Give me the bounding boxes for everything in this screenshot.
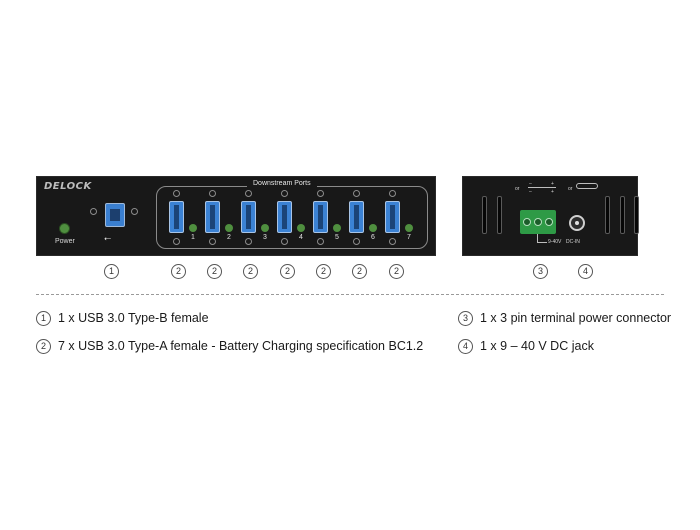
mount-hole-icon xyxy=(90,208,97,215)
callout-badge: 2 xyxy=(316,264,331,279)
terminal-plus-label: + xyxy=(551,189,554,195)
port-number: 1 xyxy=(191,234,195,241)
mount-hole-icon xyxy=(353,190,360,197)
bracket-line xyxy=(537,242,547,243)
mount-hole-icon xyxy=(245,190,252,197)
port-number: 7 xyxy=(407,234,411,241)
mount-hole-icon xyxy=(281,190,288,197)
mount-hole-icon xyxy=(353,238,360,245)
dc-jack xyxy=(569,215,585,231)
delock-logo: DELOCK xyxy=(44,181,92,192)
terminal-polarity-line xyxy=(528,187,556,188)
legend-number-badge: 3 xyxy=(458,311,473,326)
port-number: 2 xyxy=(227,234,231,241)
legend-item-text: 1 x 9 – 40 V DC jack xyxy=(480,339,594,353)
jack-or-label: or xyxy=(568,186,573,192)
callout-badge: 2 xyxy=(243,264,258,279)
screw-icon xyxy=(534,218,542,226)
bracket-line xyxy=(537,234,538,242)
mount-hole-icon xyxy=(389,190,396,197)
usb-a-port xyxy=(385,201,400,233)
port-led-icon xyxy=(225,224,233,232)
mount-hole-icon xyxy=(245,238,252,245)
port-led-icon xyxy=(405,224,413,232)
mount-hole-icon xyxy=(281,238,288,245)
usb-a-port xyxy=(349,201,364,233)
callout-badge: 1 xyxy=(104,264,119,279)
port-number: 3 xyxy=(263,234,267,241)
usb-a-port xyxy=(169,201,184,233)
callout-badge: 3 xyxy=(533,264,548,279)
usb-a-port xyxy=(241,201,256,233)
callout-badge: 2 xyxy=(207,264,222,279)
port-led-icon xyxy=(333,224,341,232)
mount-hole-icon xyxy=(317,190,324,197)
jack-polarity-icon xyxy=(576,183,598,189)
vent-slot xyxy=(482,196,487,234)
mount-hole-icon xyxy=(209,238,216,245)
legend-number-badge: 2 xyxy=(36,339,51,354)
mount-hole-icon xyxy=(173,238,180,245)
usb-a-port xyxy=(277,201,292,233)
mount-hole-icon xyxy=(173,190,180,197)
callout-badge: 2 xyxy=(352,264,367,279)
usb-b-port xyxy=(105,203,125,227)
terminal-minus-label: – xyxy=(529,181,532,187)
vent-slot xyxy=(605,196,610,234)
vent-slot xyxy=(620,196,625,234)
mount-hole-icon xyxy=(131,208,138,215)
usb-a-port xyxy=(313,201,328,233)
port-number: 5 xyxy=(335,234,339,241)
mount-hole-icon xyxy=(317,238,324,245)
terminal-plus-label: + xyxy=(551,181,554,187)
terminal-minus-label: – xyxy=(529,189,532,195)
divider-line xyxy=(36,294,664,295)
screw-icon xyxy=(545,218,553,226)
callout-badge: 2 xyxy=(280,264,295,279)
voltage-range-label: 9-40V xyxy=(548,239,562,245)
callout-badge: 2 xyxy=(171,264,186,279)
port-led-icon xyxy=(297,224,305,232)
vent-slot xyxy=(634,196,639,234)
callout-badge: 4 xyxy=(578,264,593,279)
dc-in-label: DC-IN xyxy=(566,239,580,245)
mount-hole-icon xyxy=(209,190,216,197)
terminal-or-label: or xyxy=(515,186,520,192)
legend-number-badge: 4 xyxy=(458,339,473,354)
port-number: 6 xyxy=(371,234,375,241)
hub-front-panel xyxy=(36,176,436,256)
screw-icon xyxy=(523,218,531,226)
legend-number-badge: 1 xyxy=(36,311,51,326)
usb-a-port xyxy=(205,201,220,233)
mount-hole-icon xyxy=(389,238,396,245)
legend-item-text: 1 x USB 3.0 Type-B female xyxy=(58,311,209,325)
callout-badge: 2 xyxy=(389,264,404,279)
terminal-power-connector xyxy=(520,210,556,234)
power-led-icon xyxy=(60,224,69,233)
port-number: 4 xyxy=(299,234,303,241)
port-led-icon xyxy=(369,224,377,232)
vent-slot xyxy=(497,196,502,234)
downstream-ports-title: Downstream Ports xyxy=(247,180,317,187)
power-label: Power xyxy=(55,238,75,245)
port-led-icon xyxy=(261,224,269,232)
usb-symbol-icon: ⭠ xyxy=(104,233,112,243)
legend-item-text: 1 x 3 pin terminal power connector xyxy=(480,311,672,325)
legend-item-text: 7 x USB 3.0 Type-A female - Battery Char… xyxy=(58,339,424,353)
port-led-icon xyxy=(189,224,197,232)
